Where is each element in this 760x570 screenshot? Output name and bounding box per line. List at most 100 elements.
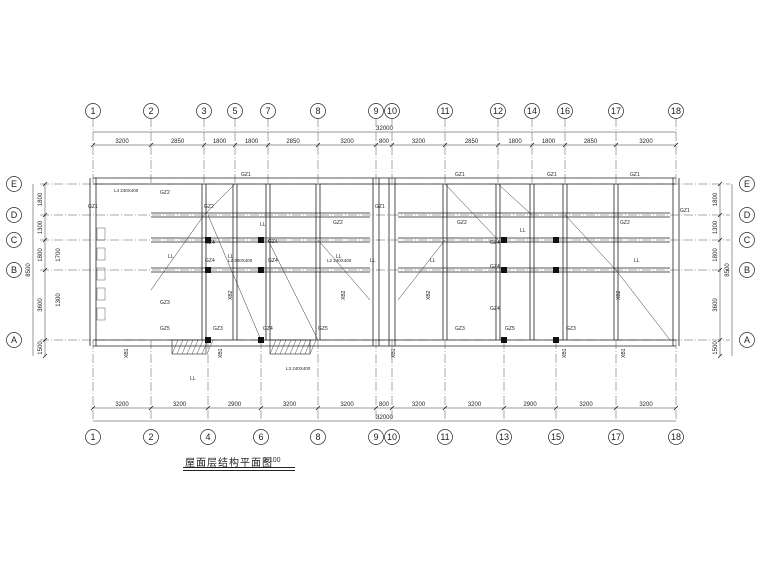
bottom-dim-label: 3200 bbox=[283, 402, 297, 408]
slab-label: LL bbox=[430, 258, 436, 264]
beam-label: GZ5 bbox=[160, 326, 170, 332]
bay-mark bbox=[96, 307, 106, 321]
axis-bubble-top: 17 bbox=[611, 106, 621, 116]
top-dim-tick bbox=[389, 142, 395, 148]
beam-label: GZ4 bbox=[490, 306, 500, 312]
axis-bubble-bottom: 17 bbox=[611, 432, 621, 442]
misc-label: XB2 bbox=[341, 290, 347, 300]
top-dim-label: 3200 bbox=[639, 139, 653, 145]
axis-bubble-top-circle bbox=[557, 103, 573, 119]
column bbox=[205, 267, 211, 273]
column bbox=[258, 237, 264, 243]
bottom-dim-tick bbox=[553, 405, 559, 411]
axis-bubble-left-circle bbox=[6, 176, 22, 192]
hatch-line bbox=[181, 339, 189, 355]
beam-label: GZ4 bbox=[268, 258, 278, 264]
top-dim-tick bbox=[90, 142, 96, 148]
beam-label: GZ1 bbox=[547, 172, 557, 178]
top-dim-label: 2850 bbox=[171, 139, 185, 145]
beam-label: GZ1 bbox=[241, 172, 251, 178]
slab-diagonal bbox=[564, 214, 617, 271]
right-dim-tick bbox=[717, 267, 723, 273]
axis-bubble-bottom: 6 bbox=[258, 432, 263, 442]
axis-bubble-bottom-circle bbox=[496, 429, 512, 445]
axis-bubble-bottom-circle bbox=[143, 429, 159, 445]
right-dim-tick bbox=[717, 237, 723, 243]
axis-bubble-right-circle bbox=[739, 207, 755, 223]
axis-bubble-top-circle bbox=[85, 103, 101, 119]
axis-bubble-bottom-circle bbox=[437, 429, 453, 445]
column bbox=[501, 267, 507, 273]
beam-label: GZ2 bbox=[160, 190, 170, 196]
column bbox=[553, 267, 559, 273]
column bbox=[205, 337, 211, 343]
axis-bubble-bottom: 18 bbox=[671, 432, 681, 442]
axis-bubble-top-circle bbox=[227, 103, 243, 119]
bottom-dim-tick bbox=[389, 405, 395, 411]
axis-bubble-left-circle bbox=[6, 332, 22, 348]
axis-bubble-left-circle bbox=[6, 207, 22, 223]
hatched-area bbox=[171, 339, 207, 355]
beam-label: GZ3 bbox=[213, 326, 223, 332]
bottom-dim-label: 3200 bbox=[173, 402, 187, 408]
bottom-dim-label: 3200 bbox=[468, 402, 482, 408]
misc-label: XB1 bbox=[562, 348, 568, 358]
right-dim-tick bbox=[717, 353, 723, 359]
axis-bubble-bottom-circle bbox=[200, 429, 216, 445]
hatch-line bbox=[309, 339, 317, 355]
bottom-dim-label: 3200 bbox=[115, 402, 129, 408]
axis-bubble-bottom: 2 bbox=[148, 432, 153, 442]
slab-diagonal bbox=[317, 239, 371, 301]
top-dim-tick bbox=[148, 142, 154, 148]
bay-mark bbox=[96, 227, 106, 241]
top-dim-label: 1800 bbox=[542, 139, 556, 145]
axis-bubble-left-circle bbox=[6, 232, 22, 248]
drawing-scale: 1:100 bbox=[263, 457, 281, 464]
bay-mark bbox=[96, 287, 106, 301]
slab-diagonal bbox=[615, 269, 671, 341]
axis-bubble-bottom: 11 bbox=[440, 432, 449, 442]
axis-bubble-top-circle bbox=[668, 103, 684, 119]
axis-bubble-bottom: 15 bbox=[551, 432, 561, 442]
axis-bubble-top: 3 bbox=[201, 106, 206, 116]
right-dim-label: 1800 bbox=[713, 192, 719, 206]
beam-label: GZ4 bbox=[263, 326, 273, 332]
note-label: L2 240X400 bbox=[327, 258, 352, 263]
axis-bubble-right: A bbox=[744, 335, 750, 345]
top-dim-tick bbox=[232, 142, 238, 148]
axis-bubble-top-circle bbox=[384, 103, 400, 119]
bottom-dim-label: 3200 bbox=[579, 402, 593, 408]
left-dim-tick bbox=[42, 337, 48, 343]
bottom-dim-tick bbox=[673, 405, 679, 411]
slab-label: LL bbox=[634, 258, 640, 264]
hatch-line bbox=[176, 339, 184, 355]
slab-label: LL bbox=[228, 254, 234, 260]
axis-bubble-right-circle bbox=[739, 176, 755, 192]
axis-bubble-left: C bbox=[11, 235, 18, 245]
right-dim-label: 1500 bbox=[713, 341, 719, 355]
beam-label: GZ5 bbox=[505, 326, 515, 332]
axis-bubble-top: 11 bbox=[440, 106, 449, 116]
beam-label: GZ1 bbox=[88, 204, 98, 210]
axis-bubble-top-circle bbox=[310, 103, 326, 119]
axis-bubble-bottom: 8 bbox=[315, 432, 320, 442]
beam-label: GZ1 bbox=[680, 208, 690, 214]
bay-mark bbox=[96, 247, 106, 261]
note-label: L4 240X400 bbox=[114, 188, 139, 193]
top-dim-tick bbox=[315, 142, 321, 148]
top-dim-tick bbox=[673, 142, 679, 148]
axis-bubble-right-circle bbox=[739, 232, 755, 248]
right-dim-label: 1800 bbox=[713, 248, 719, 262]
axis-bubble-top: 14 bbox=[527, 106, 537, 116]
top-dim-label: 1800 bbox=[213, 139, 227, 145]
slab-label: LL bbox=[520, 228, 526, 234]
left-dim-label: 1800 bbox=[38, 248, 44, 262]
hatch-line bbox=[274, 339, 282, 355]
top-dim-tick bbox=[265, 142, 271, 148]
note-label: L3 240X400 bbox=[286, 366, 311, 371]
slab-diagonal bbox=[150, 214, 205, 291]
misc-label: XB2 bbox=[616, 290, 622, 300]
top-dim-label: 800 bbox=[379, 139, 390, 145]
slab-label: LL bbox=[370, 258, 376, 264]
